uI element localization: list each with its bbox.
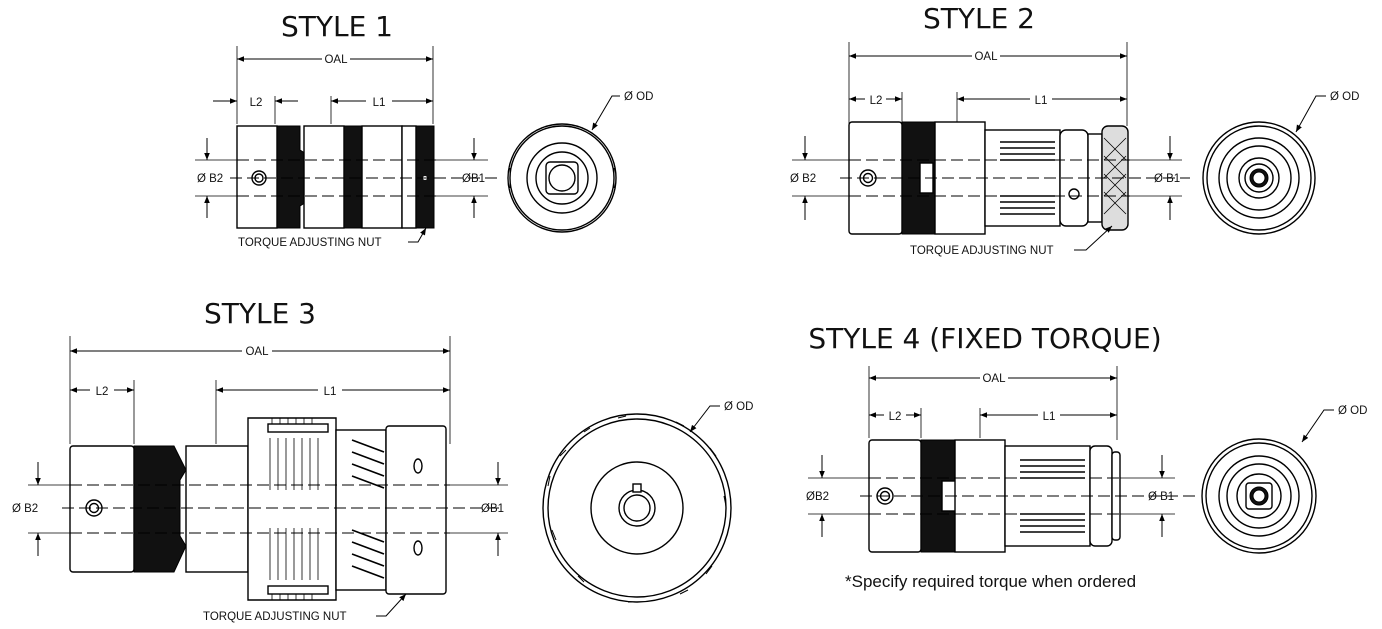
style-4-l1-label: L1 (1043, 411, 1056, 423)
style-3-nut-label: TORQUE ADJUSTING NUT (203, 611, 347, 623)
style-1-l2-label: L2 (250, 97, 263, 109)
style-3-title: STYLE 3 (204, 297, 316, 330)
style-3-oal-label: OAL (245, 346, 269, 358)
style-1-nut-label: TORQUE ADJUSTING NUT (238, 237, 382, 249)
style-1-title: STYLE 1 (281, 10, 393, 43)
style-4-note: *Specify required torque when ordered (845, 572, 1136, 591)
style-3-drawing: STYLE 3 OAL L2 L1 (12, 297, 753, 623)
style-4-od-label: Ø OD (1338, 405, 1367, 417)
style-2-od-label: Ø OD (1330, 91, 1359, 103)
style-4-l2-label: L2 (889, 411, 902, 423)
style-1-od-label: Ø OD (624, 91, 653, 103)
style-1-oal-label: OAL (324, 54, 348, 66)
style-3-l2-label: L2 (96, 386, 109, 398)
style-2-title: STYLE 2 (923, 2, 1035, 35)
style-2-b2-label: Ø B2 (790, 173, 816, 185)
style-2-l2-label: L2 (870, 95, 883, 107)
style-2-drawing: STYLE 2 OAL L2 L1 (790, 2, 1359, 257)
style-1-b2-label: Ø B2 (197, 173, 223, 185)
style-2-nut-label: TORQUE ADJUSTING NUT (910, 245, 1054, 257)
style-4-b1-label: Ø B1 (1148, 491, 1174, 503)
style-3-b2-label: Ø B2 (12, 503, 38, 515)
style-1-b1-label: ØB1 (462, 173, 485, 185)
style-3-od-label: Ø OD (724, 401, 753, 413)
style-1-drawing: STYLE 1 OAL L2 L1 Ø B (195, 10, 653, 249)
style-4-drawing: STYLE 4 (FIXED TORQUE) OAL L2 L1 (806, 322, 1367, 591)
style-4-b2-label: ØB2 (806, 491, 829, 503)
style-2-l1-label: L1 (1035, 95, 1048, 107)
style-1-l1-label: L1 (373, 97, 386, 109)
style-4-oal-label: OAL (982, 373, 1006, 385)
style-2-oal-label: OAL (974, 51, 998, 63)
style-4-title: STYLE 4 (FIXED TORQUE) (808, 322, 1161, 355)
style-3-b1-label: ØB1 (481, 503, 504, 515)
style-3-l1-label: L1 (324, 386, 337, 398)
style-2-b1-label: Ø B1 (1154, 173, 1180, 185)
